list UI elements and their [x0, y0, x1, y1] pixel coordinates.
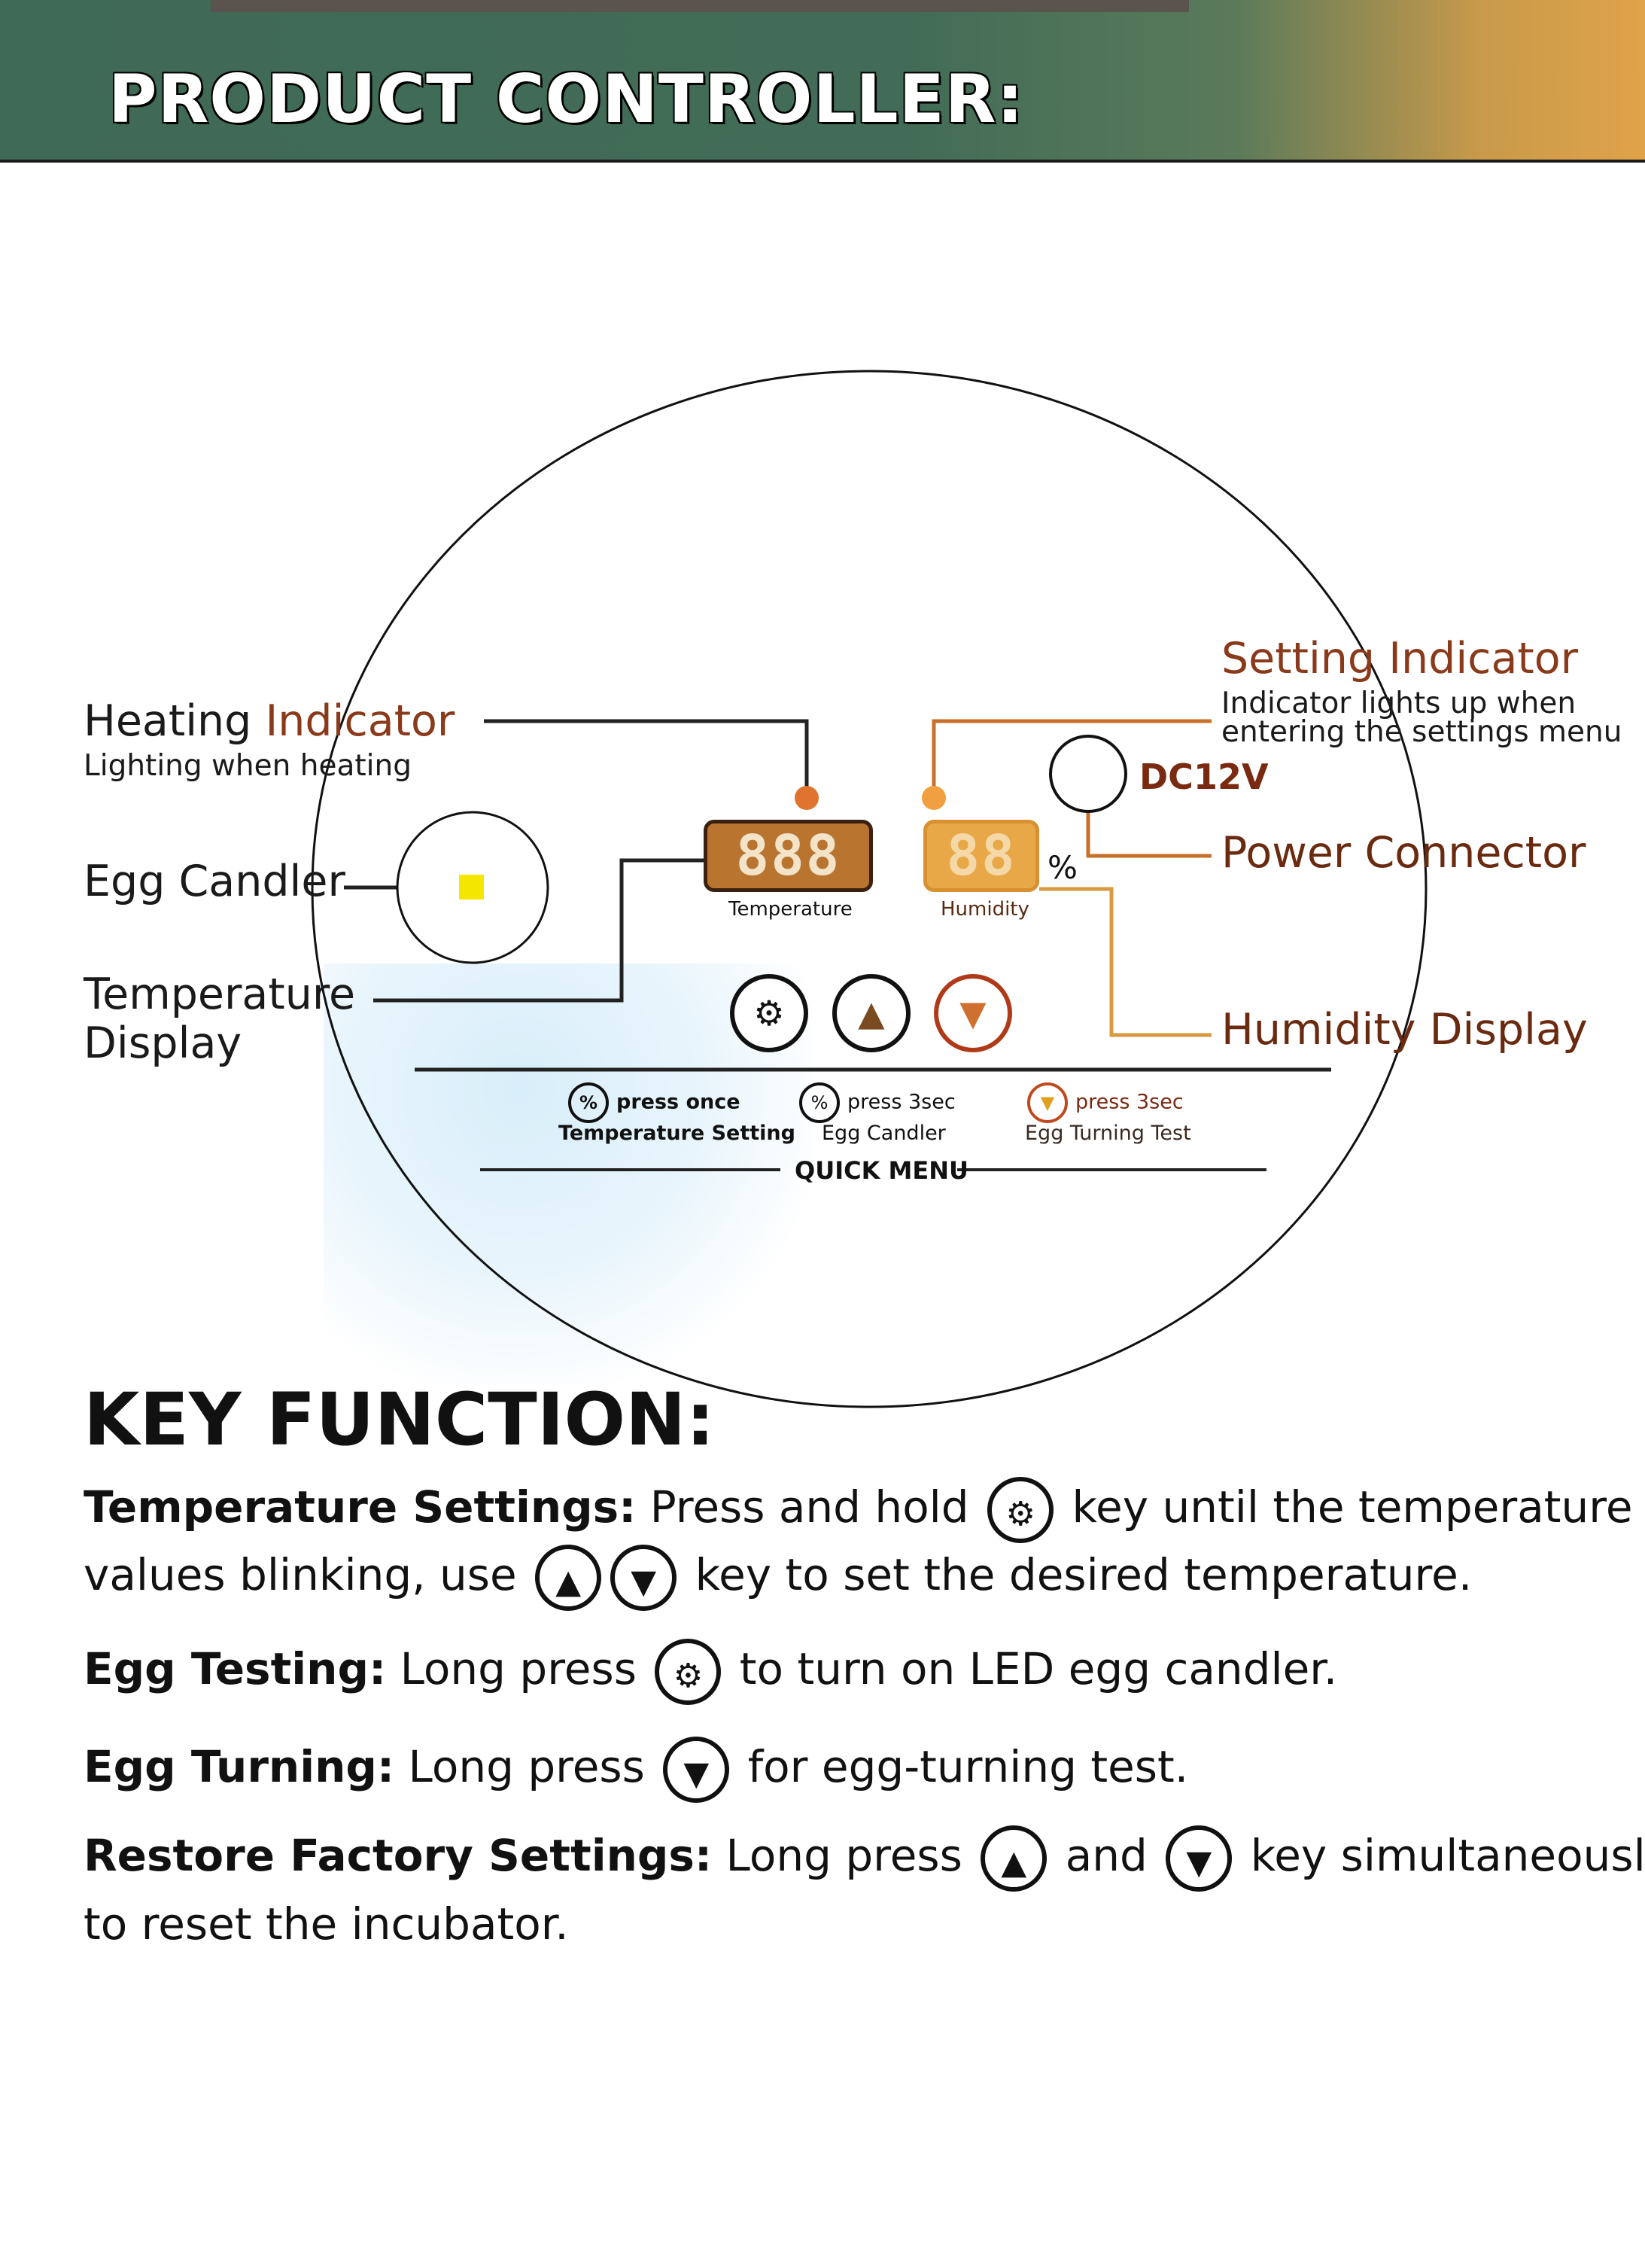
- humidity-display-caption: Humidity: [941, 898, 1029, 921]
- down-arrow-icon: ▼: [959, 993, 987, 1034]
- setting-indicator-label: Setting Indicator: [1221, 634, 1578, 683]
- settings-light-button[interactable]: ⚙: [730, 974, 808, 1052]
- text: key simultaneously: [1236, 1830, 1645, 1882]
- egg-turning-label: Egg Turning:: [84, 1741, 395, 1793]
- quick-menu-item-2-action: % press 3sec: [799, 1082, 956, 1123]
- humidity-leader-line: [1039, 887, 1212, 1037]
- quick-menu-action-text: press 3sec: [847, 1090, 956, 1114]
- temperature-display-caption: Temperature: [728, 898, 853, 921]
- power-leader-line: [1086, 811, 1212, 858]
- text: key until the temperature: [1058, 1481, 1633, 1533]
- quick-menu-item-1-action: % press once: [568, 1082, 740, 1123]
- text: and: [1051, 1830, 1162, 1882]
- restore-label: Restore Factory Settings:: [84, 1830, 713, 1882]
- egg-turning-line: Egg Turning: Long press ▼ for egg-turnin…: [84, 1737, 1188, 1803]
- heating-indicator-title-b: Indicator: [265, 696, 455, 746]
- settings-light-icon: ⚙: [753, 993, 785, 1034]
- power-connector-label: Power Connector: [1221, 828, 1586, 878]
- humidity-unit: %: [1048, 849, 1078, 886]
- heating-indicator-label: Heating Indicator: [84, 696, 455, 746]
- power-connector-socket: [1049, 735, 1127, 813]
- panel-outline: [311, 370, 1428, 1408]
- down-arrow-icon: ▼: [1166, 1825, 1233, 1892]
- header-photo-strip: [211, 0, 1189, 12]
- temperature-display-label-2: Display: [84, 1018, 242, 1068]
- settings-light-icon: %: [799, 1082, 840, 1123]
- setting-indicator-title: Setting Indicator: [1221, 634, 1579, 683]
- text: Long press: [394, 1741, 659, 1793]
- settings-light-icon: ⚙: [987, 1477, 1054, 1543]
- down-arrow-icon: ▼: [1027, 1082, 1068, 1123]
- heating-indicator-led: [795, 786, 819, 810]
- text: Long press: [712, 1830, 977, 1882]
- temperature-settings-line-1: Temperature Settings: Press and hold ⚙ k…: [84, 1477, 1633, 1543]
- temperature-leader-line: [373, 858, 704, 1003]
- egg-candler-led: [459, 875, 484, 900]
- humidity-display-label: Humidity Display: [1221, 1005, 1588, 1055]
- setting-leader-line: [932, 719, 1212, 790]
- up-arrow-icon: ▲: [535, 1545, 602, 1611]
- down-arrow-icon: ▼: [610, 1545, 677, 1611]
- quick-menu-title: QUICK MENU: [795, 1156, 968, 1185]
- heating-leader-line: [484, 719, 809, 790]
- text: for egg-turning test.: [734, 1741, 1189, 1793]
- egg-testing-label: Egg Testing:: [84, 1643, 387, 1695]
- restore-line-1: Restore Factory Settings: Long press ▲ a…: [84, 1825, 1645, 1892]
- egg-candler-label: Egg Candler: [84, 857, 345, 906]
- quick-menu-action-text: press 3sec: [1075, 1090, 1184, 1114]
- quick-menu-item-3-action: ▼ press 3sec: [1027, 1082, 1184, 1123]
- text: to turn on LED egg candler.: [725, 1643, 1338, 1695]
- settings-light-icon: %: [568, 1082, 609, 1123]
- text: values blinking, use: [84, 1549, 531, 1601]
- setting-indicator-led: [922, 786, 946, 810]
- heating-indicator-title-a: Heating: [84, 696, 266, 746]
- temperature-display-label-1: Temperature: [84, 970, 356, 1019]
- header-banner: [0, 0, 1645, 163]
- quick-menu-item-1-function: Temperature Setting: [558, 1122, 795, 1145]
- setting-indicator-line2: entering the settings menu: [1221, 715, 1622, 749]
- temperature-display: 888: [704, 820, 873, 892]
- key-function-heading: KEY FUNCTION:: [84, 1378, 715, 1462]
- heating-indicator-subtitle: Lighting when heating: [84, 749, 412, 783]
- down-arrow-icon: ▼: [663, 1737, 730, 1803]
- up-button[interactable]: ▲: [832, 974, 911, 1052]
- quick-menu-item-3-function: Egg Turning Test: [1025, 1122, 1191, 1145]
- page-title: PRODUCT CONTROLLER:: [108, 60, 1024, 138]
- egg-testing-line: Egg Testing: Long press ⚙ to turn on LED…: [84, 1639, 1337, 1705]
- quick-menu-item-2-function: Egg Candler: [822, 1122, 946, 1145]
- up-arrow-icon: ▲: [981, 1825, 1048, 1892]
- settings-light-icon: ⚙: [655, 1639, 722, 1705]
- restore-line-2: to reset the incubator.: [84, 1898, 569, 1950]
- temperature-settings-line-2: values blinking, use ▲▼ key to set the d…: [84, 1545, 1472, 1611]
- text: Press and hold: [636, 1481, 984, 1533]
- up-arrow-icon: ▲: [858, 993, 885, 1034]
- setting-indicator-line1: Indicator lights up when: [1221, 686, 1577, 720]
- quick-menu-action-text: press once: [616, 1090, 740, 1114]
- dc12v-label: DC12V: [1139, 757, 1269, 797]
- text: key to set the desired temperature.: [681, 1549, 1473, 1601]
- text: Long press: [386, 1643, 651, 1695]
- humidity-display: 88: [923, 820, 1039, 892]
- down-button[interactable]: ▼: [934, 974, 1012, 1052]
- temperature-settings-label: Temperature Settings:: [84, 1481, 637, 1533]
